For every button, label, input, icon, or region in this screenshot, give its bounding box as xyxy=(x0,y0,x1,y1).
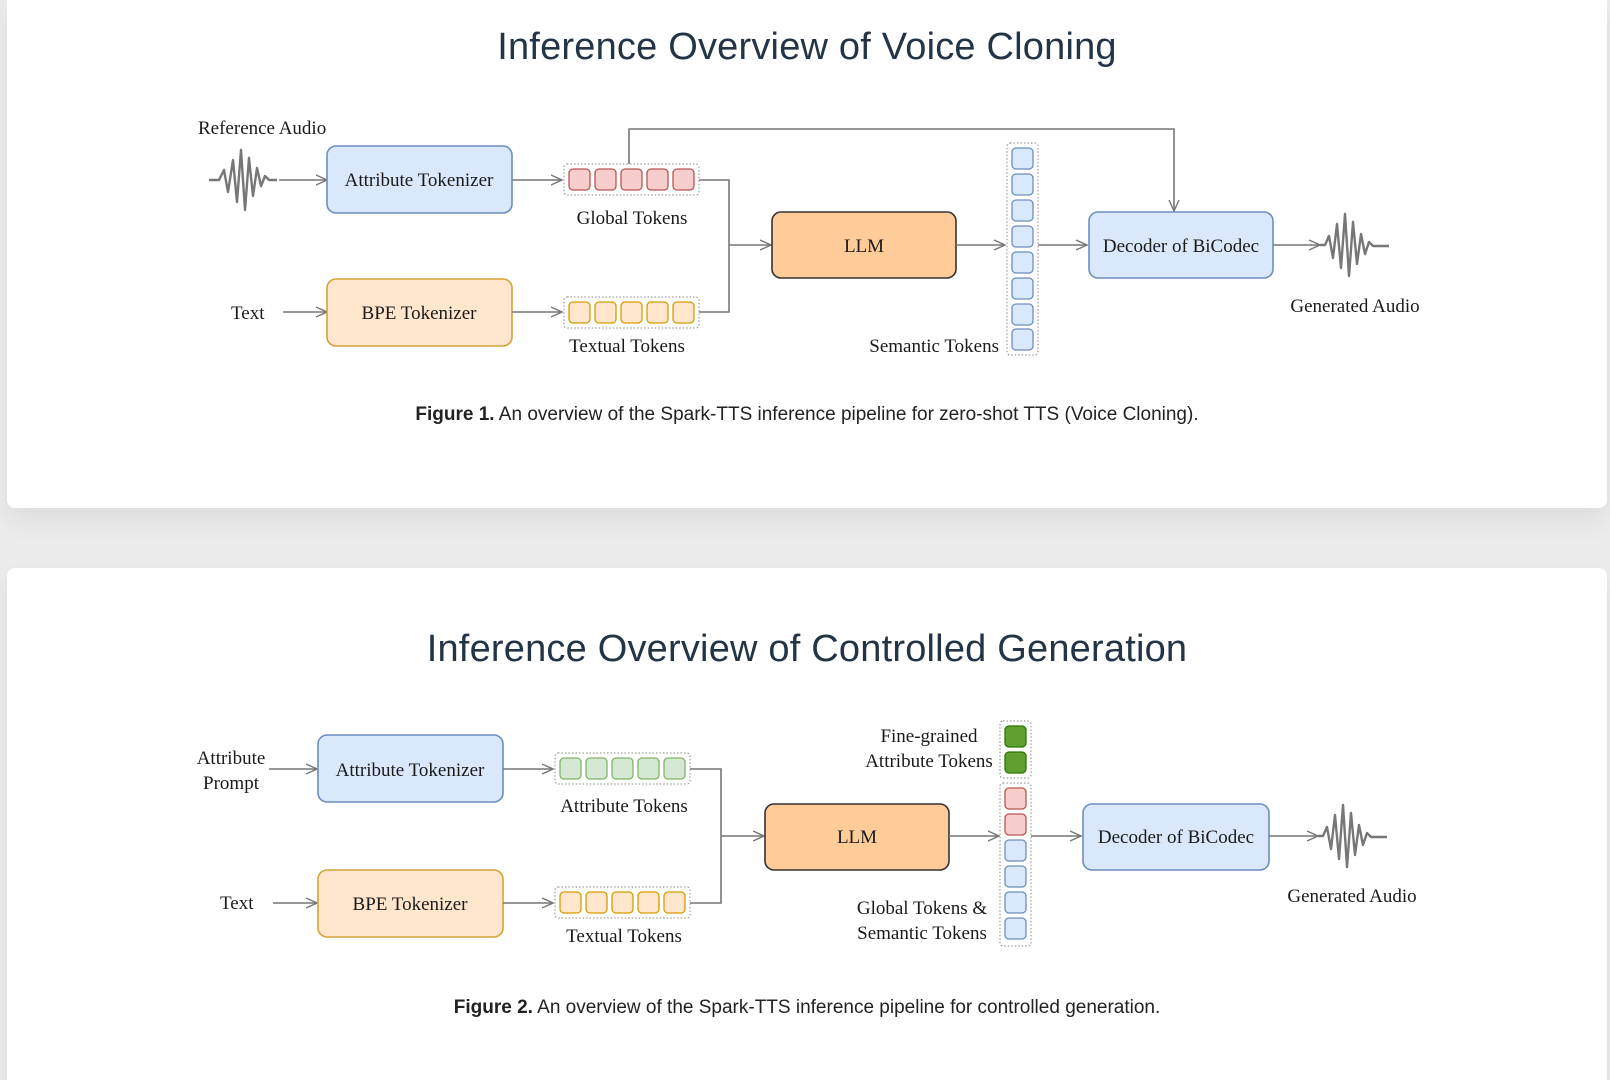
bpe-tokenizer-label: BPE Tokenizer xyxy=(362,303,478,324)
semantic-token xyxy=(1004,865,1027,888)
generated-audio-label: Generated Audio xyxy=(1290,296,1419,317)
reference-audio-label: Reference Audio xyxy=(198,118,326,139)
textual-token xyxy=(611,891,634,914)
textual-token xyxy=(585,891,608,914)
attribute-prompt-label-line2: Prompt xyxy=(203,773,260,794)
attribute-token xyxy=(611,757,634,780)
figure2-card: Inference Overview of Controlled Generat… xyxy=(7,568,1607,1080)
textual-token xyxy=(594,301,617,324)
semantic-token xyxy=(1004,891,1027,914)
textual-tokens-label: Textual Tokens xyxy=(569,336,685,357)
attribute-token xyxy=(663,757,686,780)
global-token xyxy=(620,168,643,191)
llm-box: LLM xyxy=(771,211,957,279)
textual-token xyxy=(568,301,591,324)
global-token xyxy=(594,168,617,191)
figure1-caption-text: An overview of the Spark-TTS inference p… xyxy=(494,404,1199,425)
figure2-diagram: Attribute Prompt Attribute Tokenizer Att… xyxy=(197,720,1417,947)
figure2-caption-text: An overview of the Spark-TTS inference p… xyxy=(532,997,1161,1018)
semantic-token xyxy=(1011,173,1034,196)
global-token xyxy=(1004,813,1027,836)
figure2-caption-number: Figure 2. xyxy=(453,997,533,1018)
global-tokens-label: Global Tokens xyxy=(577,208,688,229)
global-to-decoder-connector xyxy=(628,128,1174,211)
figure2-caption: Figure 2. An overview of the Spark-TTS i… xyxy=(7,997,1607,1019)
fine-grained-tokens-group xyxy=(999,720,1032,779)
semantic-tokens-group xyxy=(1006,142,1039,356)
figure1-title: Inference Overview of Voice Cloning xyxy=(497,26,1117,68)
attribute-token xyxy=(637,757,660,780)
decoder-label: Decoder of BiCodec xyxy=(1098,827,1254,848)
decoder-label: Decoder of BiCodec xyxy=(1103,236,1259,257)
attribute-tokenizer-box: Attribute Tokenizer xyxy=(326,145,513,214)
textual-tokens-group xyxy=(554,886,691,919)
textual-token xyxy=(672,301,695,324)
bpe-tokenizer-box: BPE Tokenizer xyxy=(317,869,504,938)
global-token xyxy=(672,168,695,191)
attribute-prompt-label-line1: Attribute xyxy=(197,748,266,769)
decoder-box: Decoder of BiCodec xyxy=(1088,211,1274,279)
attribute-tokens-group xyxy=(554,752,691,785)
attribute-tokenizer-label: Attribute Tokenizer xyxy=(336,760,485,781)
textual-tokens-label: Textual Tokens xyxy=(566,926,682,947)
generated-audio-label: Generated Audio xyxy=(1287,886,1416,907)
textual-token xyxy=(637,891,660,914)
attribute-token xyxy=(585,757,608,780)
llm-label: LLM xyxy=(844,236,884,257)
textual-tokens-group xyxy=(563,296,700,329)
semantic-token xyxy=(1011,303,1034,326)
figure1-card: Inference Overview of Voice Cloning Refe… xyxy=(7,0,1607,508)
semantic-token xyxy=(1004,839,1027,862)
attribute-tokenizer-box: Attribute Tokenizer xyxy=(317,734,504,803)
figure1-caption: Figure 1. An overview of the Spark-TTS i… xyxy=(7,404,1607,426)
llm-box: LLM xyxy=(764,803,950,871)
global-token xyxy=(568,168,591,191)
figure1-caption-number: Figure 1. xyxy=(415,404,495,425)
generated-audio-waveform-icon xyxy=(1318,803,1387,869)
fine-grained-token xyxy=(1004,751,1027,774)
figure2-title: Inference Overview of Controlled Generat… xyxy=(426,628,1188,670)
semantic-token xyxy=(1011,225,1034,248)
fine-grained-label-line2: Attribute Tokens xyxy=(865,751,993,772)
semantic-token xyxy=(1011,199,1034,222)
textual-token xyxy=(620,301,643,324)
llm-label: LLM xyxy=(837,827,877,848)
fine-grained-label-line1: Fine-grained xyxy=(880,726,978,747)
bpe-tokenizer-label: BPE Tokenizer xyxy=(353,894,469,915)
semantic-token xyxy=(1011,251,1034,274)
attribute-token xyxy=(559,757,582,780)
attribute-tokens-label: Attribute Tokens xyxy=(560,796,688,817)
semantic-token xyxy=(1011,147,1034,170)
text-input-label: Text xyxy=(220,893,254,914)
text-input-label: Text xyxy=(231,303,265,324)
semantic-token xyxy=(1011,277,1034,300)
attribute-tokenizer-label: Attribute Tokenizer xyxy=(345,170,494,191)
global-token xyxy=(646,168,669,191)
textual-token xyxy=(559,891,582,914)
global-semantic-tokens-group xyxy=(999,782,1032,947)
reference-audio-waveform-icon xyxy=(209,148,277,212)
global-token xyxy=(1004,787,1027,810)
merge-connector xyxy=(699,179,730,313)
merge-connector xyxy=(690,768,722,904)
textual-token xyxy=(663,891,686,914)
global-semantic-label-line1: Global Tokens & xyxy=(857,898,987,919)
fine-grained-token xyxy=(1004,725,1027,748)
semantic-tokens-label: Semantic Tokens xyxy=(869,336,999,357)
semantic-token xyxy=(1011,328,1034,351)
global-tokens-group xyxy=(563,163,700,196)
textual-token xyxy=(646,301,669,324)
global-semantic-label-line2: Semantic Tokens xyxy=(857,923,987,944)
figure1-diagram: Reference Audio Attribute Tokenizer Glob… xyxy=(198,118,1420,357)
decoder-box: Decoder of BiCodec xyxy=(1082,803,1270,871)
semantic-token xyxy=(1004,917,1027,940)
bpe-tokenizer-box: BPE Tokenizer xyxy=(326,278,513,347)
generated-audio-waveform-icon xyxy=(1320,212,1389,278)
